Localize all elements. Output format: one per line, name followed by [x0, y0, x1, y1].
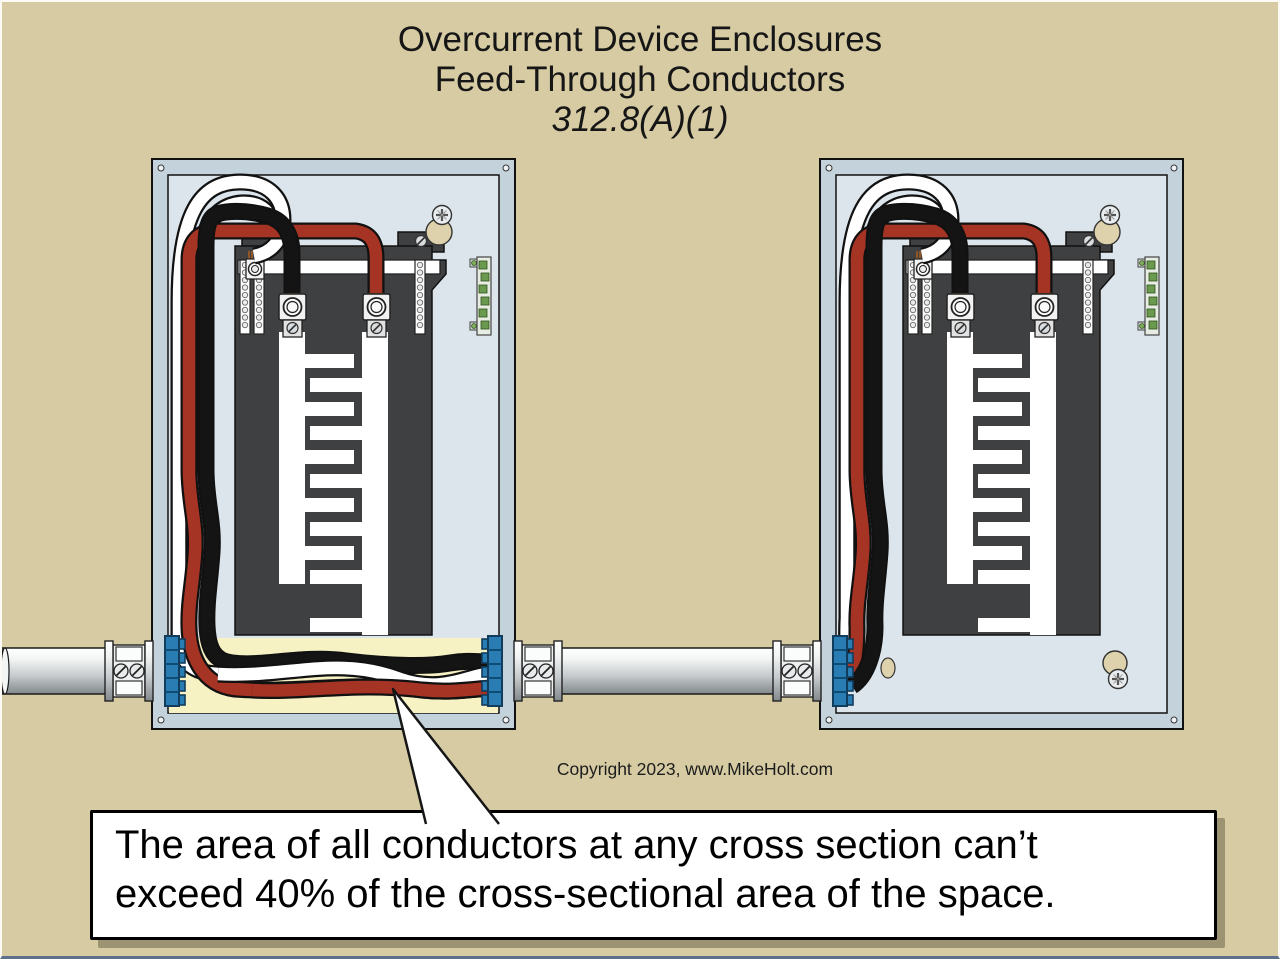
middle-conduit: [557, 647, 779, 695]
callout-line-2: exceed 40% of the cross-sectional area o…: [115, 872, 1056, 916]
gutter-bushing-left: [164, 635, 186, 707]
callout-box: The area of all conductors at any cross …: [90, 810, 1217, 940]
title-line-2: Feed-Through Conductors: [434, 60, 846, 99]
code-reference: 312.8(A)(1): [551, 100, 729, 139]
title-line-1: Overcurrent Device Enclosures: [397, 20, 883, 59]
middle-conduit-connector-right: [772, 640, 822, 702]
supply-bushing: [832, 635, 854, 707]
red-wire-gutter-run: [252, 687, 491, 691]
conduit-end-cap: [2, 647, 10, 695]
knockout-bottom: [1102, 650, 1129, 690]
knockout-blank: [880, 657, 896, 679]
left-conduit: [2, 647, 107, 695]
left-conduit-connector: [104, 640, 154, 702]
gutter-bushing-right: [481, 635, 503, 707]
diagram-title: Overcurrent Device Enclosures Feed-Throu…: [2, 20, 1278, 140]
copyright-line: Copyright 2023, www.MikeHolt.com: [556, 759, 834, 779]
middle-conduit-connector-left: [513, 640, 563, 702]
left-panelboard: [152, 159, 515, 729]
right-panelboard: [820, 159, 1183, 729]
callout-line-1: The area of all conductors at any cross …: [115, 823, 1038, 867]
